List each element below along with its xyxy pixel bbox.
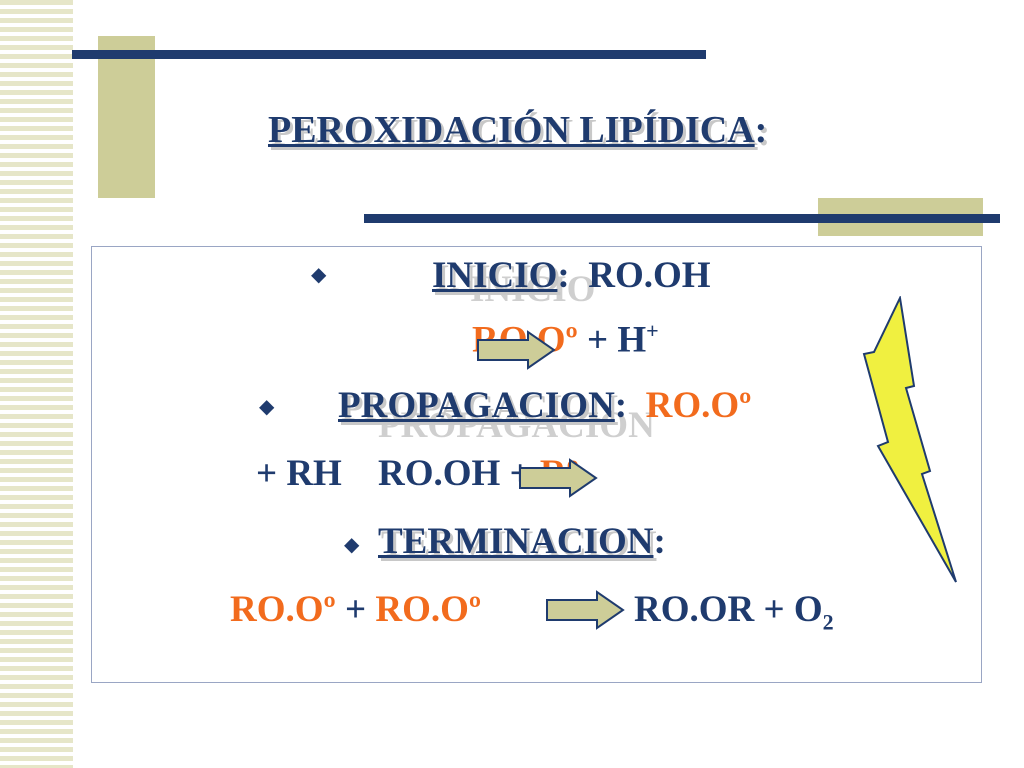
terminacion-line: TERMINACION: [378, 521, 666, 562]
propagacion-reactant: RO.Oº [645, 385, 752, 426]
propagacion-line: PROPAGACION: RO.Oº [338, 385, 752, 426]
terminacion-heading: TERMINACION [378, 521, 654, 562]
striped-left-border [0, 0, 73, 768]
bullet-terminacion: ◆ [344, 534, 360, 556]
inicio-reactant: RO.OH [588, 255, 711, 296]
bullet-propagacion: ◆ [259, 396, 275, 418]
right-arrow-icon [519, 458, 598, 498]
propagacion-heading: PROPAGACION [338, 385, 615, 426]
content-box [91, 246, 982, 683]
propagacion-shadow-text: PROPAGACION [378, 405, 655, 446]
bullet-inicio: ◆ [311, 264, 327, 286]
inicio-shadow-text: INICIO [470, 269, 596, 310]
terminacion-reactant-b: RO.Oº [375, 589, 482, 630]
propagacion-product: RO.OH [378, 453, 501, 494]
terminacion-reactant-a: RO.Oº [230, 589, 336, 630]
terminacion-product: RO.OR + O2 [634, 589, 834, 635]
propagacion-plus-rh: + RH [256, 453, 342, 494]
inicio-line: INICIO: RO.OH [432, 255, 711, 296]
olive-vertical-bar [98, 36, 155, 198]
right-arrow-icon [546, 590, 625, 630]
lightning-bolt-icon [862, 296, 957, 583]
right-arrow-icon [477, 330, 556, 370]
terminacion-equation: RO.Oº + RO.Oº [230, 589, 482, 630]
navy-top-line [72, 50, 706, 59]
slide-title: PEROXIDACIÓN LIPÍDICA: [268, 109, 768, 151]
inicio-heading: INICIO [432, 255, 558, 296]
navy-lower-line [364, 214, 1000, 223]
